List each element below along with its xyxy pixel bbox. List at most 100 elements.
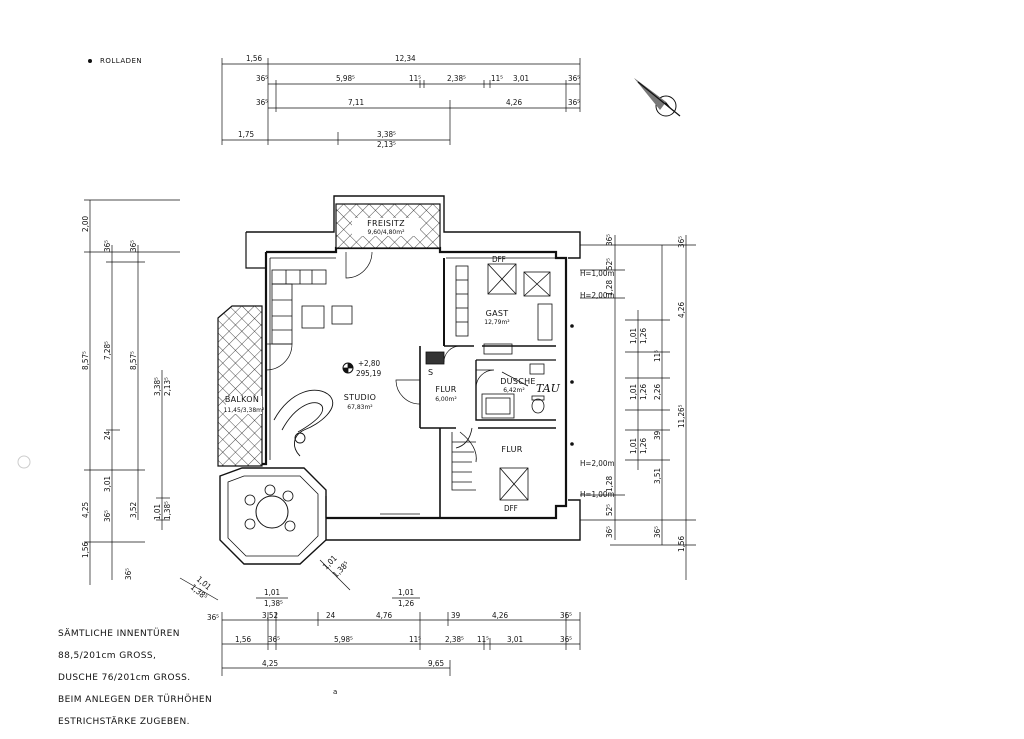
level-marker: +2,80 [358, 359, 380, 368]
room-flur1-name: FLUR [435, 385, 456, 394]
top-dimensions [221, 58, 581, 145]
dim-right-c2-3: 11⁵ [653, 350, 662, 362]
dim-right-c2-5: 39 [653, 430, 662, 440]
dim-right-c3-0: 36⁵ [677, 236, 686, 248]
label-h-2-00-bottom: H=2,00m [580, 459, 614, 468]
note-line: 88,5/201cm GROSS, [58, 651, 157, 661]
dim-left-c3-2: 3,52 [129, 502, 138, 518]
dim-bot-r1-3: 1,26 [398, 599, 414, 608]
note-line: DUSCHE 76/201cm GROSS. [58, 673, 191, 683]
dim-left-c4-0: 3,38⁵ [153, 377, 162, 396]
room-freisitz: FREISITZ 9,60/4,80m² [335, 203, 441, 249]
dim-left-c3-1: 8,57⁵ [129, 351, 138, 370]
page-number: a [333, 688, 338, 696]
dim-left-c2-3: 3,01 [103, 476, 112, 492]
room-flur2-name: FLUR [501, 445, 522, 454]
dim-left-c3-0: 36⁵ [129, 240, 138, 252]
dim-left-c1-3: 1,56 [81, 542, 90, 558]
dim-right-c1-2: 1,01 [629, 384, 638, 400]
dim-top-r3-0: 36⁵ [256, 98, 268, 107]
dim-top-r3-3: 36⁵ [568, 98, 580, 107]
dim-top-r2-0: 36⁵ [256, 74, 268, 83]
room-balkon-name: BALKON [225, 395, 259, 404]
legend-label: ROLLADEN [100, 57, 143, 65]
dim-top-r3-1: 7,11 [348, 98, 364, 107]
dim-bot-r3-6: 3,01 [507, 635, 523, 644]
left-dimensions [84, 199, 180, 585]
dim-right-c1-0: 1,01 [629, 328, 638, 344]
label-dff-top: DFF [492, 255, 506, 264]
dim-top-r2-3: 2,38⁵ [447, 74, 466, 83]
dim-top-r2-4: 11⁵ [491, 74, 503, 83]
dim-right-c2-7: 1,28 [605, 476, 614, 492]
dim-right-c1-1: 1,26 [639, 328, 648, 344]
room-dusche-area: 6,42m² [503, 387, 525, 394]
room-gast-area: 12,79m² [484, 319, 510, 326]
room-flur-2: FLUR DFF [451, 427, 529, 513]
dim-top-r2-1: 5,98⁵ [336, 74, 355, 83]
dim-left-c4-2: 1,01 [153, 504, 162, 520]
dim-left-c2-1: 7,28⁵ [103, 341, 112, 360]
dim-right-c1-5: 1,26 [639, 438, 648, 454]
room-dusche: DUSCHE 6,42m² TAU [425, 351, 561, 419]
rolladen-marker-icon [88, 59, 92, 63]
room-gast-name: GAST [486, 309, 509, 318]
dim-right-c3-4: 1,56 [677, 536, 686, 552]
room-freisitz-area: 9,60/4,80m² [368, 229, 406, 236]
room-flur1-area: 6,00m² [435, 396, 457, 403]
dim-left-c1-0: 2,00 [81, 216, 90, 232]
dim-right-c2-8: 52⁵ [605, 504, 614, 516]
dim-bot-r2-3: 4,76 [376, 611, 392, 620]
floor-plan: 1,56 12,34 36⁵ 5,98⁵ 11⁵ 2,38⁵ 11⁵ 3,01 … [17, 54, 696, 676]
dim-top-r1-0: 1,56 [246, 54, 262, 63]
room-s-label: S [428, 368, 433, 377]
label-dff-bottom: DFF [504, 504, 518, 513]
dim-bot-r4-1: 9,65 [428, 659, 444, 668]
dim-left-c2-5: 36⁵ [124, 568, 133, 580]
dim-right-c3-1: 4,26 [677, 302, 686, 318]
dim-right-c3-2: 11,26⁵ [677, 404, 686, 428]
dusche-handwritten-note: TAU [536, 382, 561, 395]
dim-bot-r2-5: 4,26 [492, 611, 508, 620]
label-h-2-00-top: H=2,00m [580, 291, 614, 300]
dining-bay [219, 467, 327, 565]
dim-bot-r3-7: 36⁵ [560, 635, 572, 644]
dim-bot-r3-3: 11⁵ [409, 635, 421, 644]
dim-bot-r3-4: 2,38⁵ [445, 635, 464, 644]
bottom-dimensions [179, 559, 581, 676]
dim-top-r2-6: 36⁵ [568, 74, 580, 83]
dim-bot-r2-0: 36⁵ [207, 613, 219, 622]
room-balkon: BALKON 11,45/3,38m² [217, 305, 265, 467]
dim-right-c2-2: 1,28 [605, 280, 614, 296]
room-studio: +2,80 295,19 STUDIO 67,83m² [265, 251, 495, 457]
dim-bot-r1-2: 1,01 [398, 588, 414, 597]
room-gast: DFF GAST 12,79m² [455, 255, 553, 355]
dim-left-c2-4: 36⁵ [103, 510, 112, 522]
dim-bot-r2-1: 3,52 [262, 611, 278, 620]
dim-left-c1-2: 4,25 [81, 502, 90, 518]
right-dimensions [580, 235, 696, 580]
dim-top-r4-0: 1,75 [238, 130, 254, 139]
label-h-1-00-top: H=1,00m [580, 269, 614, 278]
dim-bot-r3-2: 5,98⁵ [334, 635, 353, 644]
label-h-1-00-bottom: H=1,00m [580, 490, 614, 499]
note-line: SÄMTLICHE INNENTÜREN [58, 629, 180, 639]
dim-right-c1-3: 1,26 [639, 384, 648, 400]
dim-bot-r4-0: 4,25 [262, 659, 278, 668]
level-marker-icon [342, 362, 354, 374]
dim-left-c4-1: 2,13⁵ [163, 377, 172, 396]
dim-right-c2-4: 2,26 [653, 384, 662, 400]
dim-top-r4-1: 3,38⁵ [377, 130, 396, 139]
level-value: 295,19 [356, 369, 382, 378]
room-flur-1: S FLUR 6,00m² [428, 368, 457, 403]
punch-hole [17, 455, 31, 469]
dim-bot-r2-6: 36⁵ [560, 611, 572, 620]
dim-right-c2-0: 36⁵ [605, 234, 614, 246]
dim-bot-r1-1: 1,38⁵ [264, 599, 283, 608]
dim-left-c2-0: 36⁵ [103, 240, 112, 252]
dim-bot-r2-2: 24 [326, 611, 336, 620]
dim-bot-r2-4: 39 [451, 611, 461, 620]
dim-left-c1-1: 8,57⁵ [81, 351, 90, 370]
dim-top-r2-5: 3,01 [513, 74, 529, 83]
dim-right-c1-4: 1,01 [629, 438, 638, 454]
